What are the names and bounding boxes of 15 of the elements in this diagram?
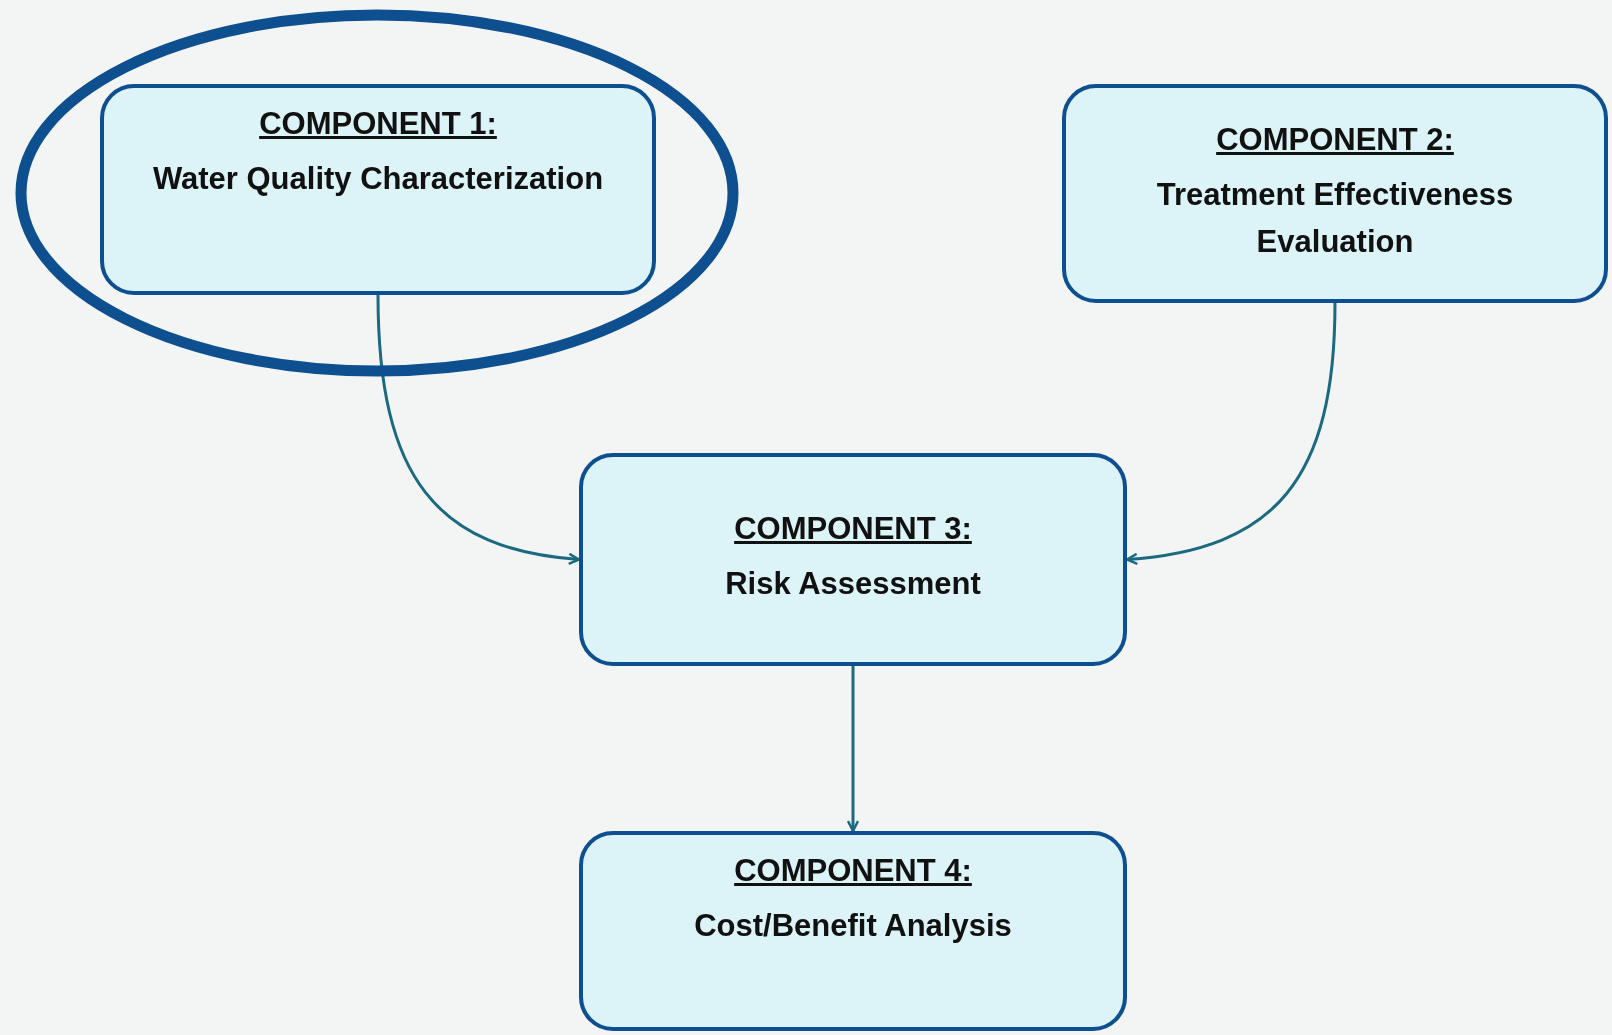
component-heading: COMPONENT 2: <box>1216 122 1454 158</box>
component-title: Risk Assessment <box>725 565 981 604</box>
component-heading: COMPONENT 4: <box>734 853 972 889</box>
component-title: Treatment Effectiveness Evaluation <box>1155 176 1515 261</box>
component-heading: COMPONENT 3: <box>734 511 972 548</box>
arrow <box>376 294 581 565</box>
component-heading: COMPONENT 1: <box>259 106 497 142</box>
process-box <box>579 831 1127 1031</box>
component-title: Cost/Benefit Analysis <box>694 907 1012 945</box>
arrow <box>1125 302 1337 565</box>
arrow <box>846 666 860 833</box>
process-box <box>579 453 1127 666</box>
process-box <box>1062 84 1608 303</box>
process-box <box>100 84 656 295</box>
component-title: Water Quality Characterization <box>152 160 604 198</box>
